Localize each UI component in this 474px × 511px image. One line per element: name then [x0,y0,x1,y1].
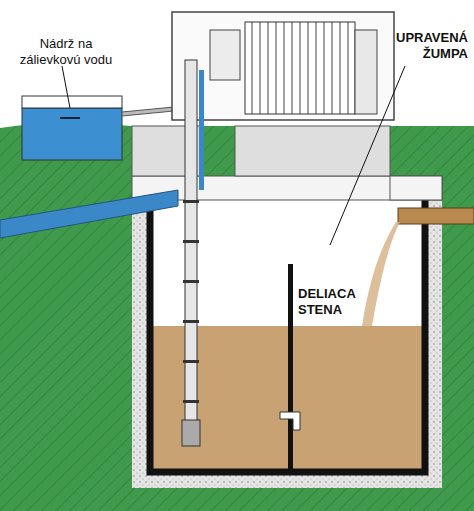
water-level [60,117,80,119]
drive-unit [355,30,377,114]
wall-label: DELIACA STENA [298,286,382,317]
concrete-shell [132,188,442,488]
water-tank [22,108,122,160]
pump [182,420,200,446]
filter-drum [245,22,355,114]
drum-ribs [252,22,348,114]
filter-frame [172,12,394,120]
partition-wall [288,264,293,472]
column-joints [183,200,199,403]
tank-label: Nádrž na zálievkovú vodu [12,36,120,67]
pump-column [185,60,197,445]
inflow-stream [362,222,400,326]
leader-line [330,66,405,245]
slab-block [390,176,442,200]
tank-title: UPRAVENÁ ŽUMPA [370,30,468,61]
control-box [210,30,240,80]
inlet-pipe [398,208,474,224]
leader-line [62,66,70,108]
slab-block [235,126,390,176]
outlet-pipe [0,190,178,238]
ground [0,122,474,511]
overflow-elbow [280,412,300,430]
water-tank-top [22,96,122,108]
pressure-pipe [199,70,204,190]
